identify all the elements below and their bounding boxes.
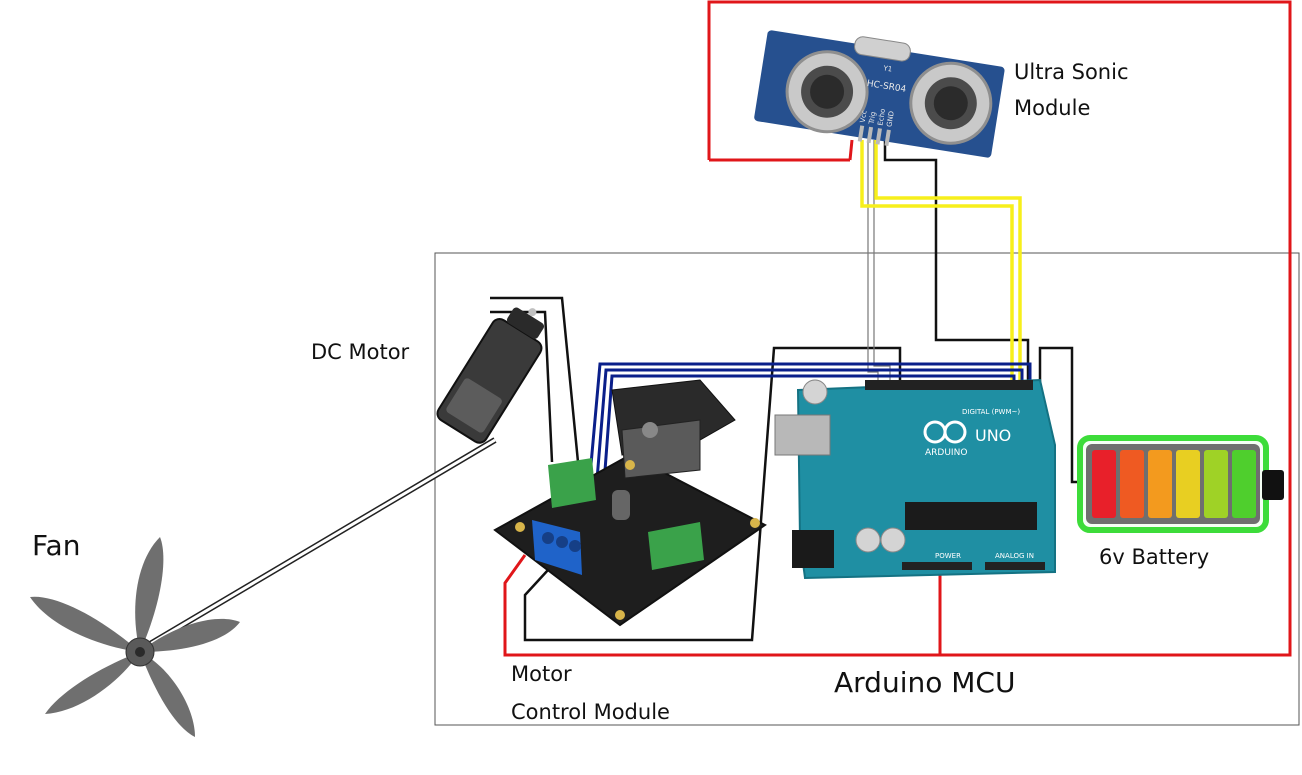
motor-module-label-line1: Motor [511, 662, 572, 686]
motor-driver-module [493, 379, 767, 627]
arduino-analog-text: ANALOG IN [995, 552, 1034, 560]
power-wire-red-sensor-pin [848, 139, 854, 161]
arduino-enclosure-frame [434, 252, 1300, 726]
fan [30, 537, 240, 737]
sensor-pin-labels: Vcc Trig Echo GND [859, 108, 896, 127]
sensor-pin-label: Vcc [859, 110, 869, 124]
motor-wire-1 [490, 310, 554, 463]
signal-wire-yellow-trig [860, 140, 1014, 390]
motor-shaft-inner [139, 438, 496, 652]
infinity-logo-icon [923, 420, 967, 444]
ultrasonic-label-line1: Ultra Sonic [1014, 60, 1129, 84]
sensor-crystal-label: Y1 [882, 64, 893, 73]
arduino-label: Arduino MCU [834, 666, 1016, 699]
motor-wire-2 [490, 296, 580, 463]
battery-cell [1092, 450, 1116, 518]
arduino-power-text: POWER [935, 552, 961, 560]
dc-motor [436, 307, 545, 444]
arduino-logo-text: UNO [975, 426, 1011, 445]
ultrasonic-sensor: HC-SR04 Y1 Vcc Trig Echo GND [754, 30, 1005, 158]
battery-label: 6v Battery [1099, 545, 1210, 569]
battery-cell [1232, 450, 1256, 518]
ground-wire-sensor [883, 140, 1030, 385]
battery-cell [1120, 450, 1144, 518]
power-wire-red [503, 0, 1292, 657]
arduino-digital-text: DIGITAL (PWM~) [962, 408, 1020, 416]
battery-cell [1204, 450, 1228, 518]
sensor-pin-label: GND [885, 110, 895, 127]
arduino-brand-text: ARDUINO [925, 448, 967, 458]
sensor-pin-label: Echo [877, 108, 888, 126]
signal-wire-yellow-echo [874, 140, 1022, 390]
battery [1077, 435, 1284, 533]
ultrasonic-label-line2: Module [1014, 96, 1091, 120]
arduino-uno: UNO ARDUINO DIGITAL (PWM~) POWER ANALOG … [774, 378, 1056, 580]
ground-wire-driver-loop [523, 346, 902, 642]
dc-motor-label: DC Motor [311, 340, 410, 364]
battery-cell [1148, 450, 1172, 518]
sensor-wire-white-1 [867, 140, 879, 385]
fan-label: Fan [32, 529, 81, 562]
battery-cell [1176, 450, 1200, 518]
motor-module-label-line2: Control Module [511, 700, 670, 724]
battery-cells [1092, 450, 1256, 518]
sensor-pin-label: Trig [867, 111, 877, 126]
